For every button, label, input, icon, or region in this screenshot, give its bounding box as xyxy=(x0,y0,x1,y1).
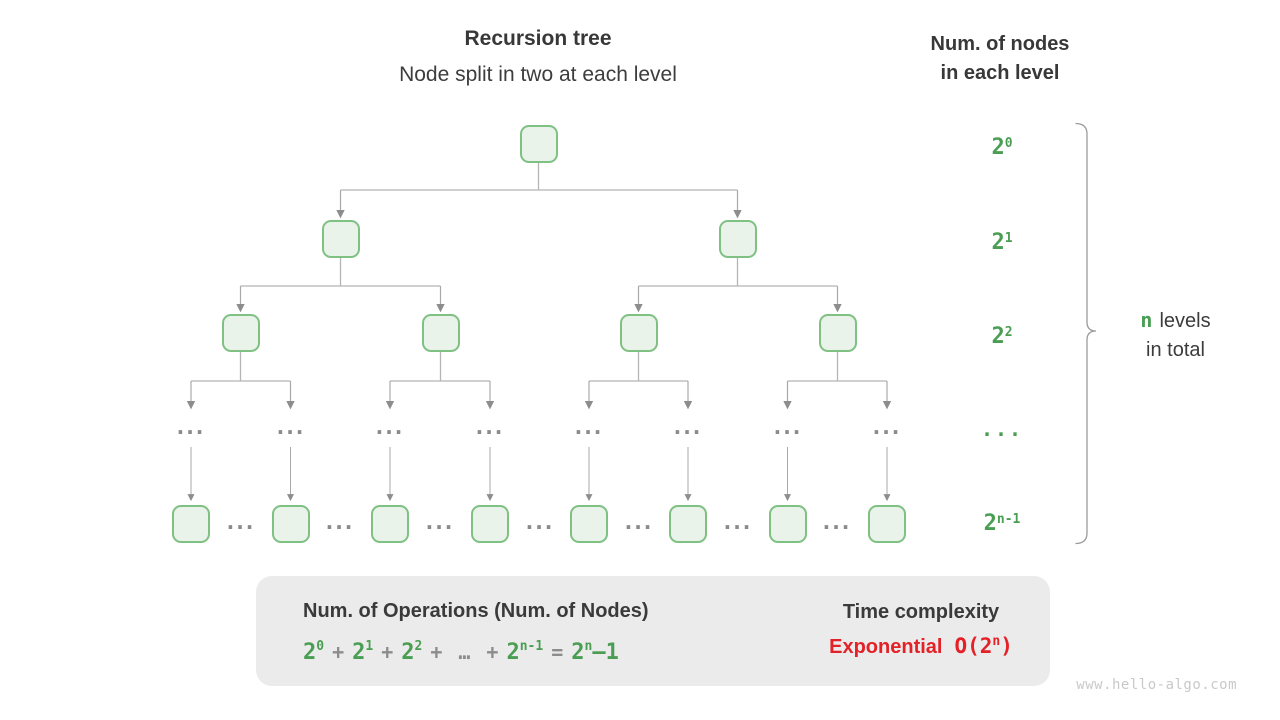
formula-term: 20 xyxy=(303,639,325,665)
tree-node-root xyxy=(520,125,558,163)
tree-node-leaf xyxy=(570,505,608,543)
tree-node-l2 xyxy=(620,314,658,352)
formula-operator: + xyxy=(332,640,345,664)
ellipsis-between-leaves: ... xyxy=(325,510,355,534)
big-o-notation: O(2n) xyxy=(954,634,1013,658)
level-label-2-pow-2: 22 xyxy=(991,324,1013,349)
formula-term: 21 xyxy=(352,639,374,665)
ellipsis-continuation: ... xyxy=(872,415,902,439)
formula-operator: + xyxy=(430,640,443,664)
tree-node-l1 xyxy=(719,220,757,258)
ellipsis-between-leaves: ... xyxy=(525,510,555,534)
levels-total-line2: in total xyxy=(1146,339,1205,361)
ellipsis-between-leaves: ... xyxy=(425,510,455,534)
level-label-2-pow-1: 21 xyxy=(991,230,1013,255)
complexity-summary-box: Num. of Operations (Num. of Nodes) 20 +21… xyxy=(256,576,1050,686)
tree-node-leaf xyxy=(868,505,906,543)
levels-column-header-line2: in each level xyxy=(940,62,1060,84)
formula-term: 2n xyxy=(571,639,593,665)
tree-node-l2 xyxy=(222,314,260,352)
formula-ellipsis: … xyxy=(458,640,471,664)
ellipsis-between-leaves: ... xyxy=(226,510,256,534)
watermark-url: www.hello-algo.com xyxy=(1076,677,1237,693)
formula-operator: + xyxy=(486,640,499,664)
ellipsis-between-leaves: ... xyxy=(624,510,654,534)
ellipsis-continuation: ... xyxy=(773,415,803,439)
tree-node-l2 xyxy=(422,314,460,352)
complexity-word: Exponential xyxy=(829,636,943,658)
connector-lines xyxy=(191,163,887,382)
ellipsis-between-leaves: ... xyxy=(723,510,753,534)
diagram-title: Recursion tree xyxy=(464,27,612,50)
diagram-subtitle: Node split in two at each level xyxy=(399,63,677,86)
formula-term: 2n-1 xyxy=(506,639,544,665)
time-complexity-title: Time complexity xyxy=(842,601,1000,623)
n-variable: n xyxy=(1140,308,1153,332)
ellipsis-continuation: ... xyxy=(673,415,703,439)
operations-title: Num. of Operations (Num. of Nodes) xyxy=(303,600,649,622)
formula-operator: + xyxy=(381,640,394,664)
ellipsis-continuation: ... xyxy=(276,415,306,439)
ellipsis-continuation: ... xyxy=(574,415,604,439)
levels-brace xyxy=(1075,122,1097,545)
tree-node-leaf xyxy=(371,505,409,543)
levels-column-header-line1: Num. of nodes xyxy=(930,33,1070,55)
ellipsis-continuation: ... xyxy=(475,415,505,439)
tree-node-l2 xyxy=(819,314,857,352)
formula-equals: = xyxy=(551,640,564,664)
tree-node-leaf xyxy=(471,505,509,543)
tree-node-leaf xyxy=(272,505,310,543)
level-label-ellipsis: ... xyxy=(980,417,1024,441)
tree-node-leaf xyxy=(769,505,807,543)
operations-formula: 20 +21 +22 + … +2n-1 = 2n–1 xyxy=(303,632,619,668)
tree-node-leaf xyxy=(172,505,210,543)
tree-node-l1 xyxy=(322,220,360,258)
formula-term: 22 xyxy=(401,639,423,665)
ellipsis-between-leaves: ... xyxy=(822,510,852,534)
level-label-2-pow-n-1: 2n-1 xyxy=(983,511,1021,536)
ellipsis-continuation: ... xyxy=(375,415,405,439)
tree-node-leaf xyxy=(669,505,707,543)
ellipsis-continuation: ... xyxy=(176,415,206,439)
formula-term: –1 xyxy=(592,640,619,665)
level-label-2-pow-0: 20 xyxy=(991,135,1013,160)
connector-arrows xyxy=(186,190,892,502)
levels-column-header: Num. of nodes in each level xyxy=(880,30,1120,88)
time-complexity-value: Exponential O(2n) xyxy=(796,634,1046,659)
